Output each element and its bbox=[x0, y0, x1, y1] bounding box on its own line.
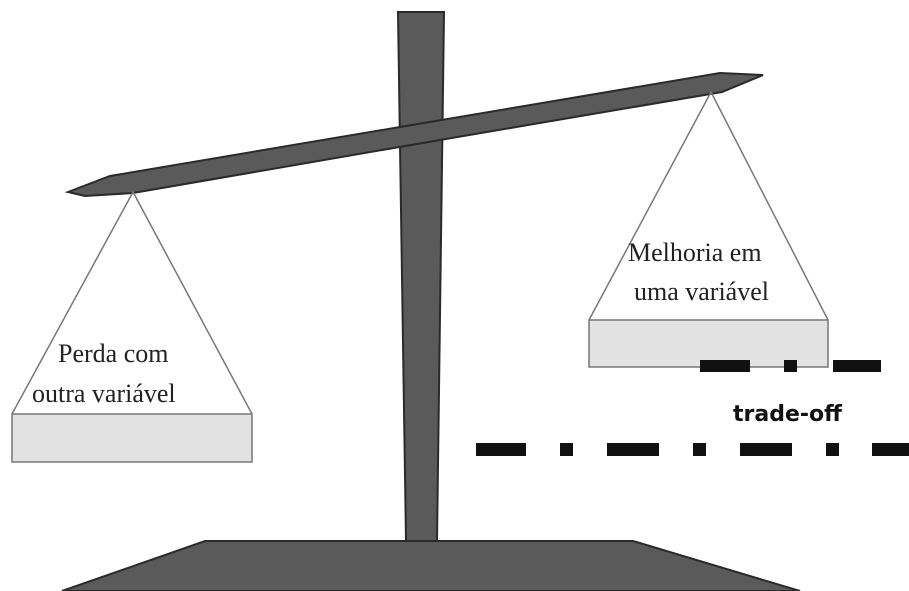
tradeoff-label: trade-off bbox=[733, 402, 843, 427]
right-pan: Melhoria em uma variável bbox=[588, 90, 829, 368]
right-pan-label-line1: Melhoria em bbox=[628, 238, 762, 267]
right-pan-tray bbox=[588, 319, 829, 368]
left-pan: Perda com outra variável bbox=[11, 190, 253, 463]
left-pan-label-line1: Perda com bbox=[58, 339, 168, 368]
left-pan-strings bbox=[11, 190, 253, 415]
tradeoff-upper-line bbox=[700, 360, 881, 372]
scale-base bbox=[61, 540, 801, 591]
scale-post bbox=[396, 11, 446, 542]
left-pan-label-line2: outra variável bbox=[32, 379, 176, 408]
right-pan-strings bbox=[588, 90, 829, 321]
right-pan-label-line2: uma variável bbox=[634, 277, 769, 306]
left-pan-tray bbox=[11, 413, 253, 463]
tradeoff-lower-line bbox=[476, 443, 909, 456]
scale-beam bbox=[64, 71, 764, 198]
